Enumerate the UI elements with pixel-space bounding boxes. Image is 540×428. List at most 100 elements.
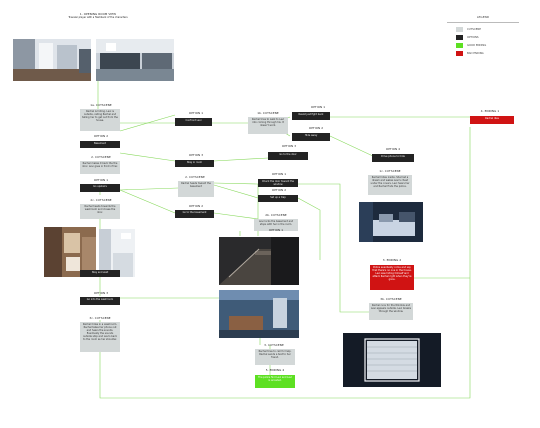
connector xyxy=(329,135,376,158)
node-title: 3b. CUTSCENE xyxy=(380,298,402,301)
cutscene-6: Rachel heads towards the washroom and cl… xyxy=(80,204,120,219)
legend-item-options: OPTIONS xyxy=(456,35,526,40)
staircase-photo xyxy=(99,229,135,277)
cutscene-3-title: 1c. CUTSCENE xyxy=(370,170,410,174)
node-title: OPTION 2 xyxy=(93,135,109,138)
node-text: Rachel makes it back the the door. Levi … xyxy=(82,162,118,168)
ending-2-title: 3. ENDING 2 xyxy=(370,259,414,263)
node-title: OPTION 4 xyxy=(385,148,401,151)
option-hide-away[interactable]: Hide away xyxy=(292,133,330,141)
cutscene-10: Rachel runs for the Window and Levi appe… xyxy=(369,303,413,320)
legend-item-good-ending: GOOD ENDING xyxy=(456,43,526,48)
cutscene-11: Rachel hides in a washroom. Rachel takes… xyxy=(80,322,120,352)
option-confront-levi[interactable]: Confront Levi xyxy=(175,118,212,126)
photo-art xyxy=(99,229,135,277)
bad-ending-rachel-dies: Rachel dies xyxy=(470,116,514,124)
photo-art xyxy=(219,290,299,338)
option-basement[interactable]: Basement xyxy=(80,141,120,148)
option-label: Go upstairs xyxy=(93,185,107,188)
cutscene-4: Rachel makes it back the the door. Levi … xyxy=(80,161,120,174)
option-label: Hide away xyxy=(304,134,318,137)
node-text: Rachel is hiding. Levi is outside, calli… xyxy=(82,110,118,122)
intro-node: 1. OPENING ROOM VIEW Traveler player wit… xyxy=(58,12,138,32)
node-title: 2. CUTSCENE xyxy=(91,156,111,159)
legend-item-cutscene: CUTSCENE xyxy=(456,27,526,32)
node-text: Traveler player with a flashback of the … xyxy=(68,16,128,20)
node-title: 3. ENDING 2 xyxy=(382,259,402,262)
connector xyxy=(213,184,259,199)
legend-item-bad-ending: BAD ENDING xyxy=(456,51,526,56)
node-title: OPTION 1 xyxy=(188,112,204,115)
option-label: Confront Levi xyxy=(185,119,202,122)
option-label: Stay in room xyxy=(186,161,203,164)
option-washroom[interactable]: Go into the washroom xyxy=(80,297,120,305)
ending-text: Police eventually come and say that ther… xyxy=(372,266,412,281)
node-text: Rachel runs for the Window and Levi appe… xyxy=(371,304,411,313)
cutscene-11-title: 3c. CUTSCENE xyxy=(78,317,122,321)
node-title: OPTION 2 xyxy=(271,189,287,192)
option-11-title: OPTION 1 xyxy=(258,173,300,177)
option-go-to-door[interactable]: Go to the door xyxy=(268,152,308,160)
node-title: 2b. CUTSCENE xyxy=(265,214,287,217)
cutscene-5-title: 2. CUTSCENE xyxy=(174,176,216,180)
cutscene-3: Rachel hides inside. She had a dream and… xyxy=(368,175,412,195)
node-title: OPTION 3 xyxy=(281,145,297,148)
legend-swatch xyxy=(456,43,463,48)
option-7-title: OPTION 4 xyxy=(372,148,414,152)
option-check-door[interactable]: Check the door toward the window xyxy=(258,179,298,187)
cutscene-2: Rachel tries to walk to Levi into coming… xyxy=(248,117,288,134)
photo-art xyxy=(343,333,441,387)
bathroom-photo xyxy=(44,227,96,277)
legend-swatch xyxy=(456,51,463,56)
option-4-title: OPTION 1 xyxy=(296,106,340,110)
ending-text: Rachel dies xyxy=(485,117,499,120)
option-3-title: OPTION 3 xyxy=(176,154,216,158)
basement-couch-photo xyxy=(219,290,299,338)
connector xyxy=(213,212,259,220)
photo-art xyxy=(359,202,423,242)
connector xyxy=(119,152,176,162)
node-title: OPTION 1 xyxy=(271,173,287,176)
node-title: 2. CUTSCENE xyxy=(185,176,205,179)
option-label: Basement xyxy=(93,142,107,145)
node-text: Rachel hides in a washroom. Rachel takes… xyxy=(82,323,118,341)
option-set-trap[interactable]: Set up a trap xyxy=(258,195,298,202)
photo-art xyxy=(219,237,299,285)
connector xyxy=(119,114,176,132)
node-title: 1c. CUTSCENE xyxy=(379,170,401,173)
cutscene-7-title: 3. CUTSCENE xyxy=(252,344,296,348)
option-2-title: OPTION 2 xyxy=(82,135,120,139)
option-resist[interactable]: Resist just fight back xyxy=(292,112,330,120)
option-stay-and-wait[interactable]: Stay and wait xyxy=(80,270,120,277)
connector xyxy=(298,183,370,313)
option-label: Go into the washroom xyxy=(86,298,114,301)
option-go-to-basement[interactable]: Go to the basement xyxy=(175,210,214,218)
node-text: Rachel hides inside. She had a dream and… xyxy=(370,176,410,188)
cutscene-10-title: 3b. CUTSCENE xyxy=(366,298,416,302)
bad-ending-police-leave: Police eventually come and say that ther… xyxy=(370,265,414,290)
option-go-upstairs[interactable]: Go upstairs xyxy=(80,184,120,192)
bedroom-bed-photo xyxy=(359,202,423,242)
cutscene-2-title: 1b. CUTSCENE xyxy=(248,112,288,116)
option-stay-in-room[interactable]: Stay in room xyxy=(175,160,214,167)
connector xyxy=(297,197,321,260)
stairs-down-photo xyxy=(219,237,299,285)
node-text: Rachel heads towards the washroom and cl… xyxy=(84,205,116,214)
node-text: Rachel heads toward the basement xyxy=(181,182,211,188)
legend-swatch xyxy=(456,27,463,32)
option-12-title: OPTION 2 xyxy=(258,189,300,193)
cutscene-9-title: 2b. CUTSCENE xyxy=(254,214,298,218)
node-title: 3c. CUTSCENE xyxy=(89,317,111,320)
cutscene-5: Rachel heads toward the basement xyxy=(178,181,214,197)
connector xyxy=(99,127,471,399)
option-label: Check the door toward the window xyxy=(262,180,294,186)
node-text: Levi locks the basement and stops with h… xyxy=(258,220,294,226)
option-label: Go to the door xyxy=(279,153,297,156)
ending-text: The police find Levi and Levi is arreste… xyxy=(257,376,293,382)
option-9-title: OPTION 2 xyxy=(176,205,216,209)
option-drive-phone[interactable]: Drive phone to hide xyxy=(372,154,414,162)
option-label: Resist just fight back xyxy=(298,113,324,116)
cutscene-1-title: 1a. CUTSCENE xyxy=(82,104,120,108)
node-text: Rachel tries to call for help. Rachel se… xyxy=(258,350,292,359)
connector xyxy=(213,157,269,162)
